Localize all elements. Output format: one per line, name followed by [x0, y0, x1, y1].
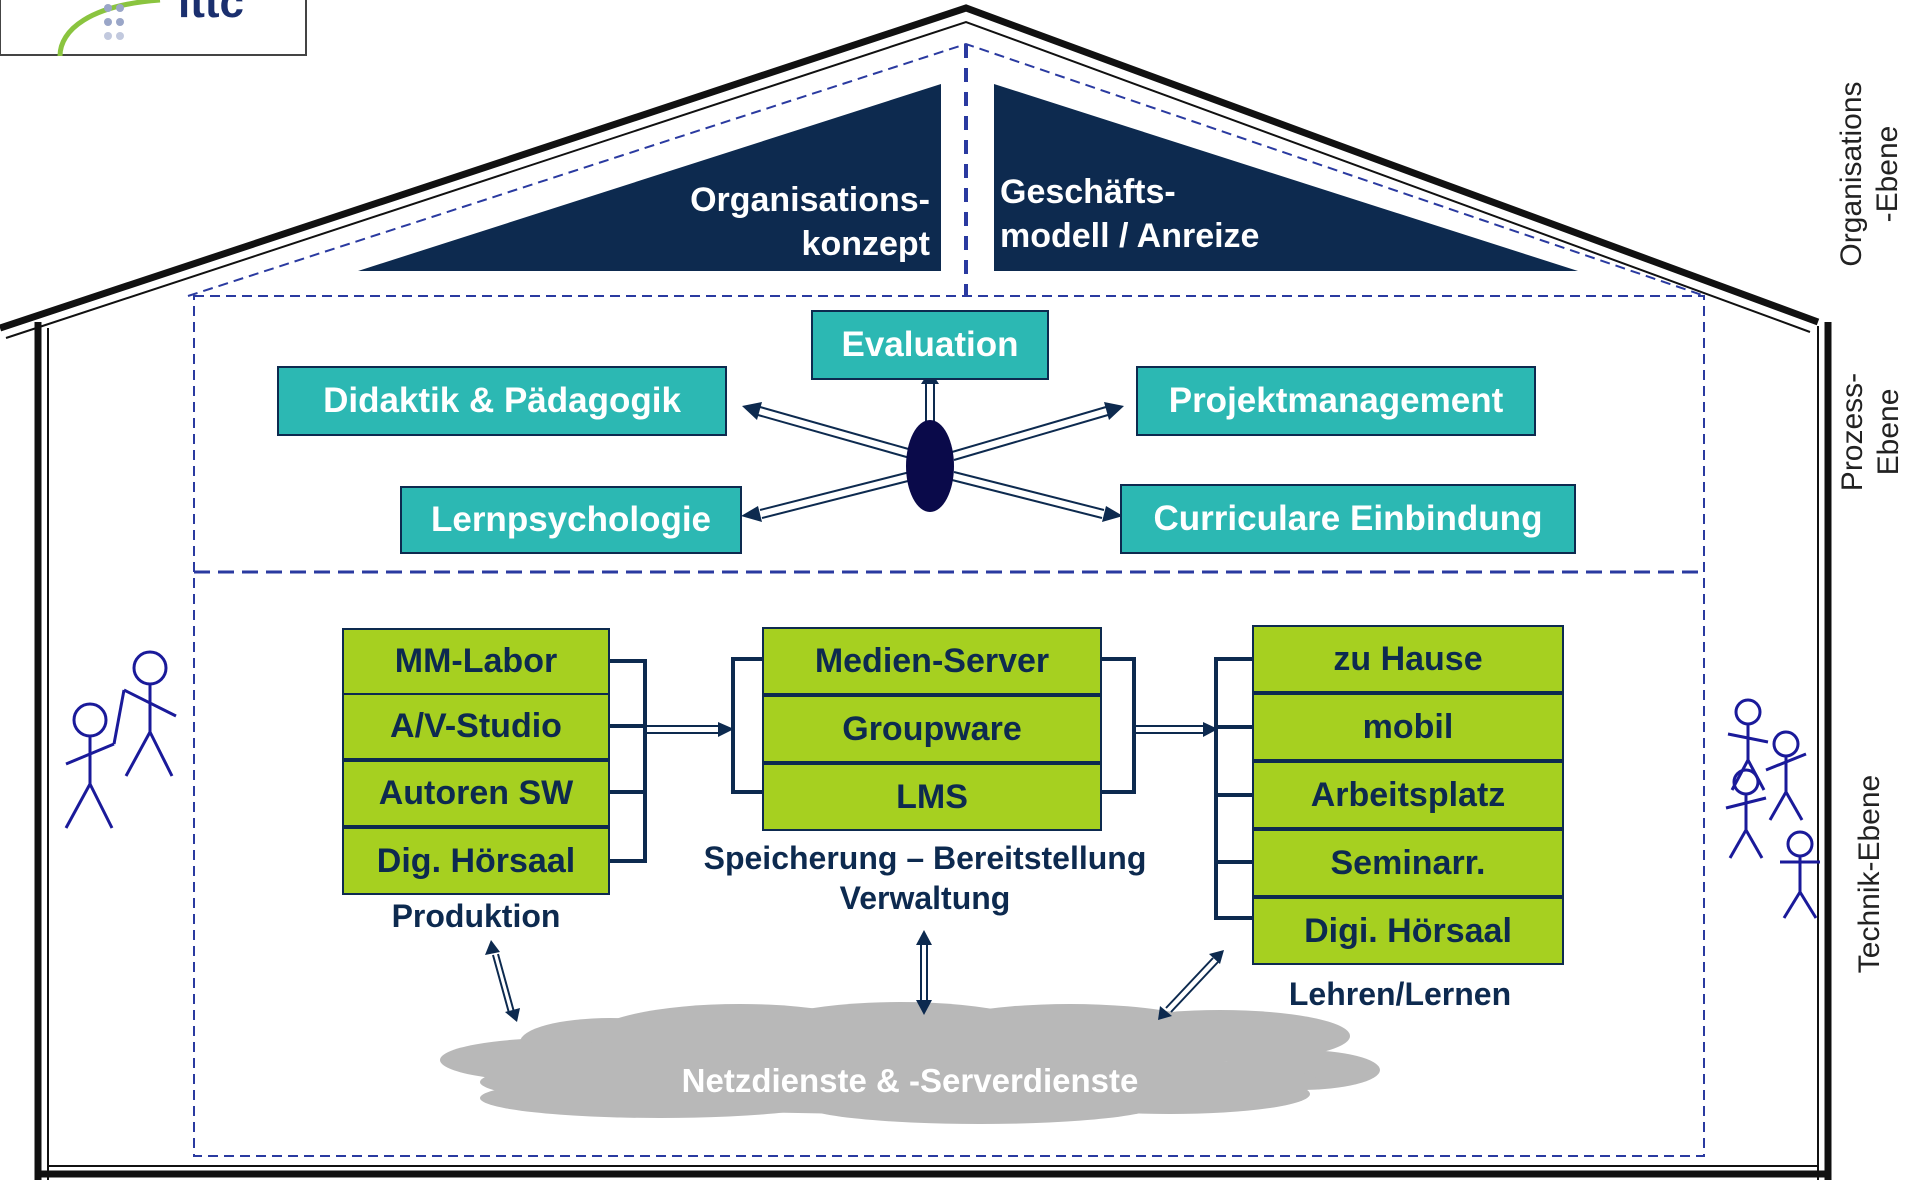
flow-arrow-production-storage: [645, 722, 734, 737]
stick-figures-left-icon: [64, 650, 177, 829]
geschaeftsmodell-label: Geschäfts- modell / Anreize: [1000, 170, 1360, 258]
organisationskonzept-line2: konzept: [801, 225, 930, 263]
lernpsychologie-box: Lernpsychologie: [400, 486, 742, 554]
hub-node: [906, 420, 954, 512]
flow-arrow-storage-learning: [1134, 722, 1218, 737]
learning-caption: Lehren/Lernen: [1288, 976, 1512, 1012]
bracket-learning: [1214, 657, 1252, 920]
level-label-technik: Technik-Ebene: [1853, 774, 1886, 974]
organisationskonzept-label: Organisations- konzept: [600, 178, 930, 266]
logo-swoosh-icon: [0, 0, 307, 56]
triangle-organisationskonzept: [358, 84, 941, 271]
storage-caption-line2: Verwaltung: [839, 880, 1011, 916]
level-prozess-line2: Ebene: [1872, 388, 1905, 476]
didaktik-box: Didaktik & Pädagogik: [277, 366, 727, 436]
roof-outline: [0, 4, 1820, 332]
level-label-organisation: Organisations -Ebene: [1834, 54, 1906, 294]
storage-caption-line1: Speicherung – Bereitstellung: [703, 840, 1147, 876]
learning-item-digi-hoersaal: Digi. Hörsaal: [1252, 897, 1564, 965]
arrow-learning-cloud: [1158, 950, 1224, 1020]
triangle-geschaeftsmodell: [994, 84, 1578, 271]
production-item-mm-labor: MM-Labor: [342, 628, 610, 695]
bracket-storage-left: [731, 657, 762, 794]
storage-item-lms: LMS: [762, 763, 1102, 831]
production-item-autoren-sw: Autoren SW: [342, 760, 610, 827]
storage-item-medien-server: Medien-Server: [762, 627, 1102, 695]
learning-item-zu-hause: zu Hause: [1252, 625, 1564, 693]
cloud-shape: [440, 1002, 1380, 1124]
logo-text: ittc: [178, 0, 244, 27]
learning-item-seminarr: Seminarr.: [1252, 829, 1564, 897]
level-organisation-line1: Organisations: [1835, 81, 1868, 267]
level-organisation-line2: -Ebene: [1871, 125, 1904, 223]
level-label-prozess: Prozess- Ebene: [1835, 347, 1907, 517]
organisationskonzept-line1: Organisations-: [690, 181, 930, 219]
hub-arrows: [741, 370, 1124, 522]
evaluation-box: Evaluation: [811, 310, 1049, 380]
cloud-label: Netzdienste & -Serverdienste: [681, 1062, 1139, 1099]
stick-figures-right-icon: [1725, 698, 1820, 919]
storage-item-groupware: Groupware: [762, 695, 1102, 763]
learning-item-mobil: mobil: [1252, 693, 1564, 761]
arrow-storage-cloud: [916, 930, 932, 1015]
arrow-production-cloud: [485, 940, 520, 1022]
curriculare-box: Curriculare Einbindung: [1120, 484, 1576, 554]
ittc-logo: ittc: [0, 0, 310, 56]
geschaeftsmodell-line2: modell / Anreize: [1000, 217, 1260, 255]
production-item-dig-hoersaal: Dig. Hörsaal: [342, 827, 610, 895]
bracket-storage-right: [1102, 657, 1136, 794]
production-item-av-studio: A/V-Studio: [342, 693, 610, 760]
production-caption: Produktion: [391, 898, 561, 934]
projektmanagement-box: Projektmanagement: [1136, 366, 1536, 436]
inner-dashed-frame: [193, 295, 1705, 1157]
learning-item-arbeitsplatz: Arbeitsplatz: [1252, 761, 1564, 829]
level-prozess-line1: Prozess-: [1836, 372, 1869, 492]
bracket-production: [610, 659, 647, 863]
geschaeftsmodell-line1: Geschäfts-: [1000, 173, 1176, 211]
